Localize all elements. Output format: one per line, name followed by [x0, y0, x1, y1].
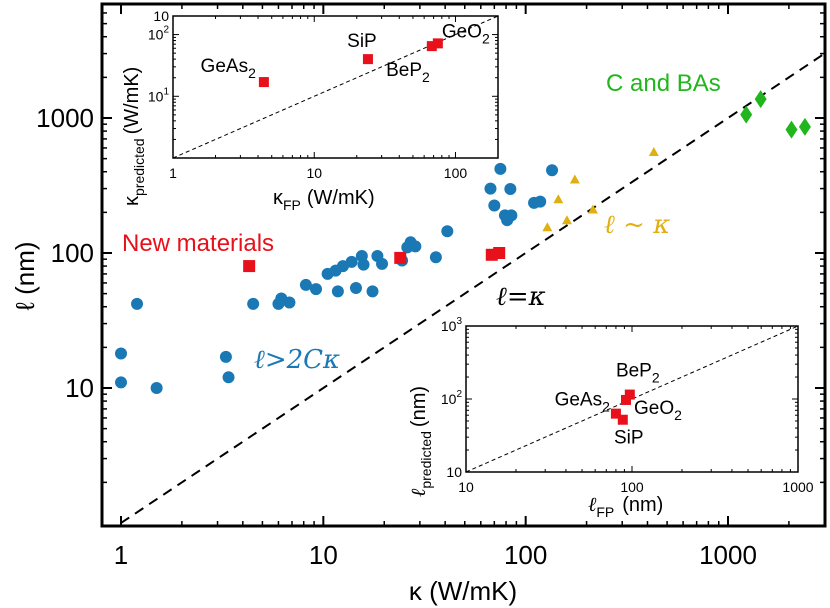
- inset-length-y-tick-label: 10: [446, 464, 462, 480]
- data-point-red-square: [243, 260, 256, 273]
- data-point-blue-circle: [534, 195, 547, 208]
- data-point-yellow-triangle: [561, 215, 572, 225]
- data-point-blue-circle: [345, 255, 358, 268]
- inset-length-y-label: ℓpredicted(nm): [406, 386, 434, 497]
- inset-length-point-label: GeO2: [634, 398, 682, 423]
- data-point-blue-circle: [331, 285, 344, 298]
- annotation-new-materials: New materials: [122, 230, 274, 257]
- inset-kappa-point-label: GeAs2: [201, 56, 257, 81]
- inset-length-point-label: BeP2: [616, 361, 660, 386]
- data-point-blue-circle: [310, 283, 323, 296]
- data-point-yellow-triangle: [542, 222, 553, 232]
- main-plot-frame: [100, 2, 827, 528]
- inset-length-reference-line: [465, 325, 799, 473]
- annotation-l-eq-k: ℓ=κ: [496, 282, 546, 312]
- x-tick-label: 1000: [699, 540, 757, 570]
- data-point-blue-circle: [484, 182, 497, 195]
- y-tick-label: 10: [65, 373, 94, 403]
- data-point-blue-circle: [409, 240, 422, 253]
- inset-kappa-y-tick-label: 101: [148, 86, 170, 104]
- data-point-yellow-triangle: [569, 174, 580, 184]
- data-point-yellow-triangle: [553, 194, 564, 204]
- inset-kappa-data-point: [432, 38, 443, 49]
- data-point-blue-circle: [494, 162, 507, 175]
- data-point-green-diamond: [785, 120, 798, 139]
- inset-length-data-point: [617, 414, 628, 425]
- inset-kappa-y-label: κpredicted(W/mK): [121, 67, 147, 206]
- x-tick-label: 1: [114, 540, 128, 570]
- data-point-blue-circle: [441, 225, 454, 238]
- x-tick-label: 100: [504, 540, 547, 570]
- main-y-axis-label: ℓ (nm): [10, 241, 40, 310]
- data-point-blue-circle: [219, 350, 232, 363]
- inset-kappa-data-point: [258, 77, 269, 88]
- annotation-l-approx-k: ℓ ~ κ: [604, 210, 670, 240]
- x-tick-label: 10: [309, 540, 338, 570]
- data-point-blue-circle: [349, 282, 362, 295]
- data-point-red-square: [493, 247, 506, 259]
- inset-length-data-point: [620, 394, 631, 405]
- data-point-blue-circle: [222, 371, 235, 384]
- data-point-green-diamond: [798, 117, 811, 136]
- data-point-green-diamond: [740, 105, 753, 124]
- data-point-green-diamond: [754, 90, 767, 109]
- y-tick-label: 1000: [36, 103, 94, 133]
- inset-kappa-reference-line: [172, 15, 499, 159]
- inset-length-x-label: ℓFP(nm): [588, 492, 663, 520]
- inset-length-data-point: [610, 408, 621, 419]
- data-point-blue-circle: [115, 347, 127, 360]
- data-point-blue-circle: [131, 297, 144, 310]
- inset-length-x-tick-label: 10: [458, 479, 474, 495]
- inset-kappa-point-label: SiP: [347, 31, 377, 52]
- inset-length-data-point: [624, 389, 635, 400]
- data-point-blue-circle: [488, 199, 501, 212]
- data-point-yellow-triangle: [587, 204, 598, 214]
- data-point-blue-circle: [299, 278, 312, 291]
- data-point-blue-circle: [546, 164, 559, 177]
- inset-kappa-x-label: κFP(W/mK): [273, 187, 375, 213]
- inset-length-x-tick-label: 1000: [782, 479, 813, 495]
- annotation-c-and-bas: C and BAs: [606, 70, 721, 97]
- inset-kappa-point-label: BeP2: [386, 60, 430, 85]
- data-point-blue-circle: [357, 258, 370, 271]
- inset-kappa-x-tick-label: 100: [444, 165, 468, 181]
- data-point-blue-circle: [366, 285, 379, 298]
- inset-length-x-tick-label: 100: [620, 479, 644, 495]
- reference-line-l-eq-k: [114, 52, 825, 526]
- inset-kappa-point-label: GeO2: [442, 21, 490, 46]
- inset-kappa-x-tick-label: 1: [169, 165, 177, 181]
- inset-length-point-label: SiP: [614, 428, 644, 449]
- inset-kappa-y-tick-label: 10: [153, 8, 169, 24]
- data-point-blue-circle: [247, 297, 260, 310]
- data-point-blue-circle: [376, 257, 389, 270]
- inset-kappa-data-point: [362, 54, 373, 65]
- inset-length-y-tick-label: 103: [441, 316, 463, 334]
- data-point-blue-circle: [150, 382, 163, 394]
- main-x-axis-label: κ (W/mK): [409, 576, 517, 606]
- y-tick-label: 100: [51, 238, 94, 268]
- main-plot: 1 10 100 1000 10 100 1000: [36, 4, 826, 570]
- inset-kappa-y-tick-label: 102: [148, 25, 170, 43]
- data-point-blue-circle: [283, 296, 296, 309]
- inset-length-point-label: GeAs2: [555, 390, 611, 415]
- data-point-red-square: [394, 251, 407, 264]
- data-point-blue-circle: [115, 376, 127, 389]
- annotation-l-gt-2ck: ℓ>2Cκ: [254, 345, 340, 375]
- data-point-blue-circle: [504, 182, 517, 195]
- data-point-blue-circle: [429, 251, 442, 264]
- inset-length-y-tick-label: 102: [441, 389, 463, 407]
- data-point-yellow-triangle: [648, 146, 659, 156]
- data-point-blue-circle: [505, 209, 518, 222]
- inset-kappa-data-point: [426, 41, 437, 52]
- inset-kappa-x-tick-label: 10: [306, 165, 322, 181]
